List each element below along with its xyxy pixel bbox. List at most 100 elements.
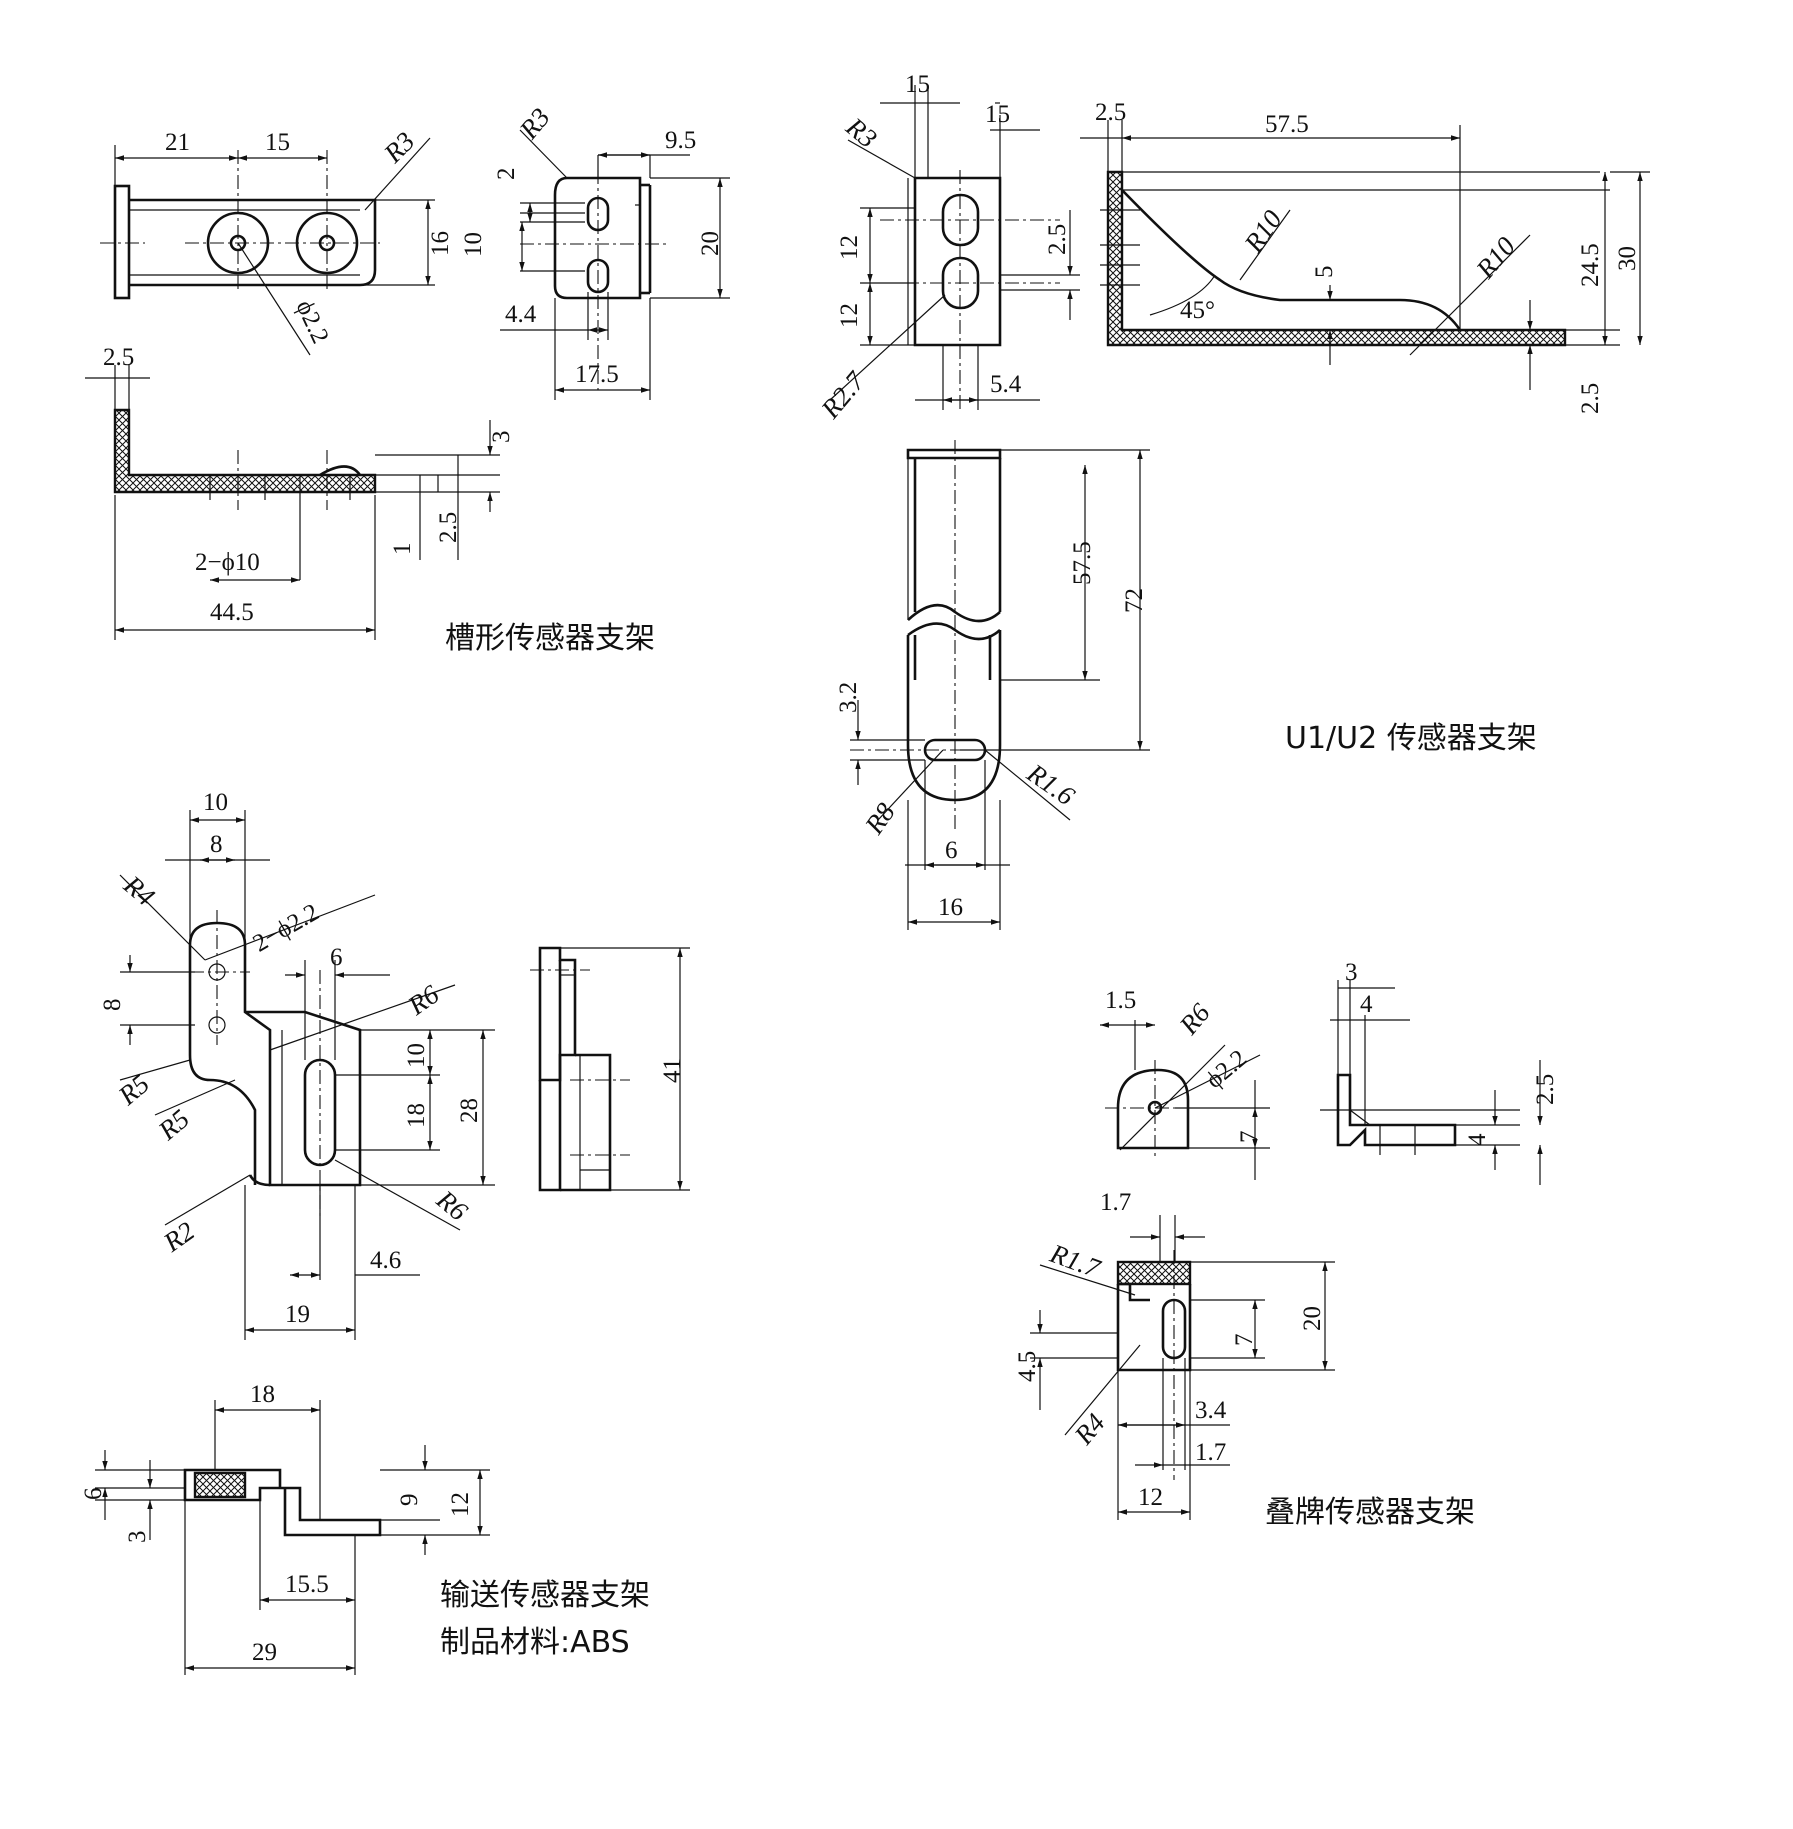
stack-sec-dim-4-5: 4.5 — [1014, 1351, 1041, 1382]
conveyor-dim-10b: 10 — [403, 1043, 430, 1068]
conveyor-radius-r2: R2 — [157, 1216, 200, 1258]
conveyor-bracket-side-view — [530, 946, 690, 1192]
u1u2-sec-radius-r10b: R10 — [1470, 231, 1522, 285]
stack-dim-7: 7 — [1236, 1131, 1263, 1144]
slot-side-dim-9-5: 9.5 — [665, 127, 696, 154]
conveyor-dim-8b: 8 — [99, 999, 126, 1012]
conveyor-dim-28: 28 — [456, 1098, 483, 1123]
slot-sec-dim-44-5: 44.5 — [210, 599, 254, 626]
u1u2-front-dim-16: 16 — [938, 894, 963, 921]
slot-bracket-section-view — [85, 365, 500, 640]
stack-dim-1-5: 1.5 — [1105, 987, 1136, 1014]
conveyor-sec-dim-6: 6 — [80, 1488, 107, 1501]
u1u2-bracket-front-view — [850, 440, 1150, 930]
slot-sec-holes-2-phi10: 2−ϕ10 — [195, 549, 260, 576]
conveyor-sec-dim-15-5: 15.5 — [285, 1571, 329, 1598]
u1u2-sec-radius-r10a: R10 — [1238, 204, 1288, 258]
u1u2-front-dim-57-5: 57.5 — [1069, 541, 1096, 585]
conveyor-dim-8a: 8 — [210, 831, 223, 858]
conveyor-bracket-section-view — [95, 1400, 490, 1675]
u1u2-dim-2-5: 2.5 — [1044, 224, 1071, 255]
conveyor-radius-r4: R4 — [117, 869, 160, 912]
u1u2-bracket-section-view — [1080, 120, 1650, 390]
conveyor-side-dim-41: 41 — [659, 1058, 686, 1083]
conveyor-dim-18: 18 — [403, 1103, 430, 1128]
u1u2-dim-5-4: 5.4 — [990, 371, 1022, 398]
u1u2-sec-dim-57-5: 57.5 — [1265, 111, 1309, 138]
conveyor-sec-dim-18: 18 — [250, 1381, 275, 1408]
slot-sec-dim-1: 1 — [389, 543, 416, 556]
u1u2-dim-15b: 15 — [985, 101, 1010, 128]
stack-sec-dim-1-7: 1.7 — [1100, 1189, 1131, 1216]
stack-sec-dim-1-7b: 1.7 — [1195, 1439, 1226, 1466]
stack-side-dim-2-5: 2.5 — [1532, 1074, 1559, 1105]
slot-side-radius-r3: R3 — [513, 102, 556, 145]
conveyor-radius-r6b: R6 — [430, 1184, 473, 1227]
u1u2-dim-12a: 12 — [836, 235, 863, 260]
u1u2-sec-dim-30: 30 — [1614, 246, 1641, 271]
conveyor-bracket-title: 输送传感器支架 — [440, 1578, 650, 1613]
slot-side-dim-4-4: 4.4 — [505, 301, 537, 328]
u1u2-sec-dim-24-5: 24.5 — [1577, 243, 1604, 287]
slot-bracket-front-view — [100, 137, 435, 356]
u1u2-sec-dim-2-5b: 2.5 — [1577, 383, 1604, 414]
slot-side-dim-20: 20 — [697, 231, 724, 256]
stack-radius-r6: R6 — [1173, 997, 1216, 1040]
stack-side-dim-4: 4 — [1360, 991, 1373, 1018]
stack-sec-radius-r4: R4 — [1068, 1408, 1111, 1451]
stack-bracket-front-view — [1100, 1020, 1270, 1180]
conveyor-sec-dim-3: 3 — [124, 1531, 151, 1544]
conveyor-holes-2-phi2-2: 2−ϕ2.2 — [249, 899, 324, 958]
u1u2-bracket-side-view — [829, 85, 1080, 410]
conveyor-bracket-front-view — [119, 810, 495, 1340]
u1u2-radius-r2-7: R2.7 — [815, 365, 872, 425]
conveyor-sec-dim-9: 9 — [396, 1494, 423, 1507]
slot-bracket-title: 槽形传感器支架 — [445, 621, 655, 656]
slot-radius-r3: R3 — [377, 126, 420, 169]
slot-side-dim-17-5: 17.5 — [575, 361, 619, 388]
conveyor-material-note: 制品材料:ABS — [440, 1625, 630, 1660]
stack-sec-dim-7: 7 — [1231, 1334, 1258, 1347]
conveyor-radius-r5b: R5 — [152, 1103, 195, 1146]
conveyor-sec-dim-29: 29 — [252, 1639, 277, 1666]
slot-bracket-side-view — [500, 129, 730, 400]
u1u2-front-radius-r1-6: R1.6 — [1021, 757, 1081, 811]
stack-side-dim-3: 3 — [1345, 959, 1358, 986]
slot-side-dim-10: 10 — [460, 232, 487, 257]
stack-bracket-title: 叠牌传感器支架 — [1265, 1495, 1475, 1530]
stack-dim-phi2-2: ϕ2.2 — [1201, 1045, 1252, 1094]
stack-sec-dim-3-4: 3.4 — [1195, 1397, 1227, 1424]
conveyor-dim-4-6: 4.6 — [370, 1247, 401, 1274]
stack-sec-dim-12: 12 — [1138, 1484, 1163, 1511]
slot-side-dim-2: 2 — [493, 168, 520, 181]
u1u2-radius-r3: R3 — [840, 111, 883, 154]
u1u2-front-dim-72: 72 — [1121, 588, 1148, 613]
slot-dim-phi2-2: ϕ2.2 — [291, 296, 334, 348]
stack-bracket-side-view — [1320, 980, 1543, 1185]
u1u2-sec-dim-2-5: 2.5 — [1095, 99, 1126, 126]
stack-sec-dim-20: 20 — [1299, 1306, 1326, 1331]
slot-dim-15: 15 — [265, 129, 290, 156]
slot-sec-dim-2-5b: 2.5 — [435, 512, 462, 543]
conveyor-radius-r5a: R5 — [112, 1068, 155, 1111]
slot-sec-dim-2-5: 2.5 — [103, 344, 134, 371]
slot-dim-21: 21 — [165, 129, 190, 156]
slot-dim-16: 16 — [427, 231, 454, 256]
u1u2-sec-dim-5: 5 — [1311, 266, 1338, 279]
slot-sec-dim-3: 3 — [488, 431, 515, 444]
stack-bracket-section-view — [1030, 1215, 1335, 1520]
u1u2-bracket-title: U1/U2 传感器支架 — [1285, 721, 1537, 756]
u1u2-dim-12b: 12 — [836, 303, 863, 328]
conveyor-dim-10: 10 — [203, 789, 228, 816]
u1u2-sec-angle-45: 45° — [1180, 297, 1215, 324]
conveyor-dim-19: 19 — [285, 1301, 310, 1328]
u1u2-front-radius-r8: R8 — [858, 797, 901, 840]
conveyor-dim-6: 6 — [330, 944, 343, 971]
u1u2-dim-15a: 15 — [905, 71, 930, 98]
stack-side-dim-4b: 4 — [1464, 1133, 1491, 1146]
conveyor-sec-dim-12: 12 — [447, 1492, 474, 1517]
conveyor-radius-r6a: R6 — [402, 979, 445, 1022]
u1u2-front-dim-6: 6 — [945, 837, 958, 864]
stack-sec-radius-r1-7: R1.7 — [1045, 1238, 1105, 1284]
